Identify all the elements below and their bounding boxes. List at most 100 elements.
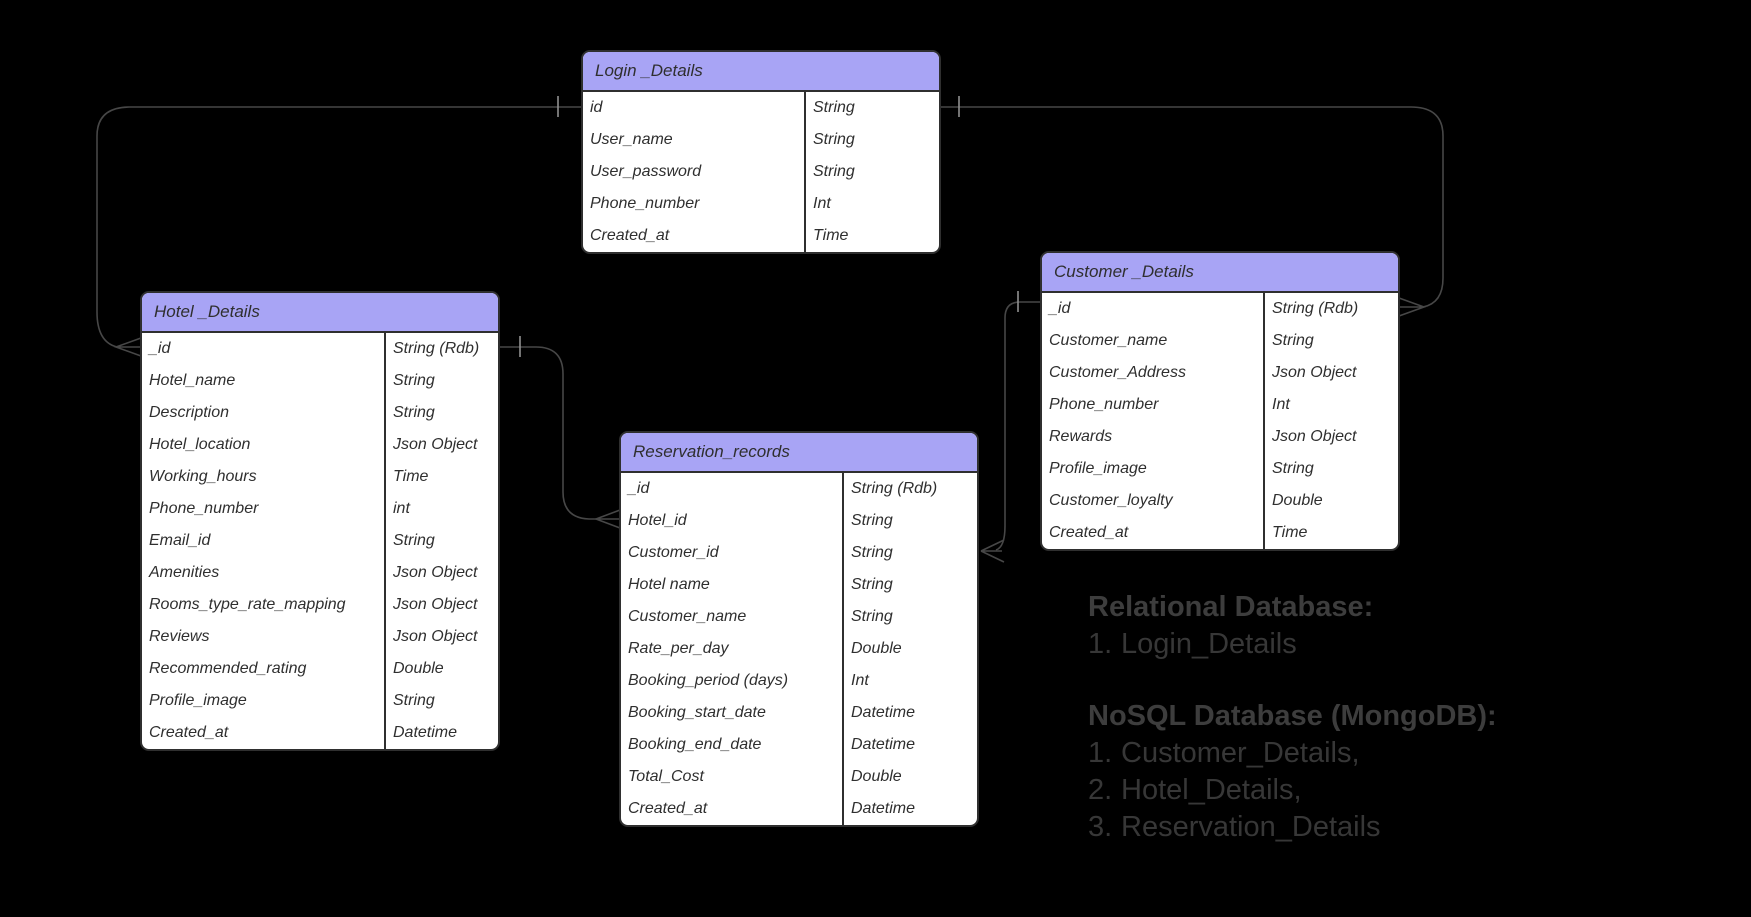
field-row: Created_at Time xyxy=(583,220,939,252)
table-title: Customer _Details xyxy=(1042,253,1398,293)
connector-customer-reservation[interactable] xyxy=(980,291,1040,563)
field-type: Json Object xyxy=(393,628,478,645)
field-name: Hotel_name xyxy=(149,372,236,389)
field-type: String xyxy=(813,131,855,148)
field-type: Json Object xyxy=(393,436,478,453)
field-name: Hotel name xyxy=(628,576,710,593)
column-divider xyxy=(804,92,806,252)
field-type: String xyxy=(393,372,435,389)
crowsfoot-icon xyxy=(593,509,621,529)
field-type: String xyxy=(851,544,893,561)
relational-db-list: 1.Login_Details xyxy=(1088,626,1497,663)
field-row: Profile_image String xyxy=(142,685,498,717)
field-row: Created_at Datetime xyxy=(621,793,977,825)
field-name: Created_at xyxy=(590,227,670,244)
field-type: String xyxy=(393,404,435,421)
field-name: Phone_number xyxy=(1049,396,1159,413)
connector-line xyxy=(96,106,581,348)
field-type: Datetime xyxy=(851,704,916,721)
field-type: Time xyxy=(1272,524,1308,541)
field-name: Customer_id xyxy=(628,544,719,561)
field-name: Created_at xyxy=(628,800,708,817)
field-name: Created_at xyxy=(1049,524,1129,541)
field-type: String (Rdb) xyxy=(393,340,480,357)
field-name: _id xyxy=(1049,300,1071,317)
crowsfoot-icon xyxy=(113,337,142,357)
field-name: Hotel_location xyxy=(149,436,251,453)
note-list-item: 1.Customer_Details, xyxy=(1088,735,1497,772)
field-row: Hotel name String xyxy=(621,569,977,601)
nosql-db-heading: NoSQL Database (MongoDB): xyxy=(1088,700,1497,732)
note-list-item: 3.Reservation_Details xyxy=(1088,809,1497,846)
field-type: String xyxy=(813,99,855,116)
field-name: _id xyxy=(149,340,171,357)
field-name: User_password xyxy=(590,163,702,180)
field-row: Hotel_name String xyxy=(142,365,498,397)
field-row: Hotel_location Json Object xyxy=(142,429,498,461)
field-name: Rooms_type_rate_mapping xyxy=(149,596,346,613)
field-row: _id String (Rdb) xyxy=(142,333,498,365)
connector-line xyxy=(995,301,1040,551)
database-legend: Relational Database: 1.Login_Details NoS… xyxy=(1088,588,1497,846)
note-item-text: Reservation_Details xyxy=(1121,811,1381,843)
field-name: Rate_per_day xyxy=(628,640,729,657)
field-row: Created_at Time xyxy=(1042,517,1398,549)
field-type: Datetime xyxy=(851,736,916,753)
field-name: Hotel_id xyxy=(628,512,687,529)
field-type: Int xyxy=(1272,396,1290,413)
connector-login-hotel[interactable] xyxy=(96,96,581,357)
field-name: Reviews xyxy=(149,628,210,645)
connector-line xyxy=(500,346,596,520)
note-list-item: 1.Login_Details xyxy=(1088,626,1497,663)
field-type: String (Rdb) xyxy=(1272,300,1359,317)
entity-table-customer-details[interactable]: Customer _Details _id String (Rdb) Custome… xyxy=(1040,251,1400,551)
field-type: String xyxy=(393,692,435,709)
field-type: String (Rdb) xyxy=(851,480,938,497)
field-type: String xyxy=(393,532,435,549)
field-name: Customer_name xyxy=(1049,332,1168,349)
field-type: Json Object xyxy=(1272,428,1357,445)
field-type: Double xyxy=(393,660,444,677)
connector-hotel-reservation[interactable] xyxy=(500,336,621,529)
field-row: Booking_period (days)Int xyxy=(621,665,977,697)
field-name: Profile_image xyxy=(149,692,247,709)
field-type: String xyxy=(813,163,855,180)
note-item-number: 2. xyxy=(1088,774,1113,806)
field-type: int xyxy=(393,500,410,517)
field-row: _id String (Rdb) xyxy=(1042,293,1398,325)
field-row: Customer_id String xyxy=(621,537,977,569)
note-list-item: 2.Hotel_Details, xyxy=(1088,772,1497,809)
field-name: Recommended_rating xyxy=(149,660,307,677)
nosql-db-list: 1.Customer_Details,2.Hotel_Details,3.Res… xyxy=(1088,735,1497,846)
field-type: String xyxy=(851,576,893,593)
connector-login-customer[interactable] xyxy=(941,96,1444,317)
table-title: Reservation_records xyxy=(621,433,977,473)
field-type: Json Object xyxy=(393,564,478,581)
field-type: Datetime xyxy=(851,800,916,817)
field-type: Time xyxy=(813,227,849,244)
field-type: String xyxy=(851,512,893,529)
field-type: String xyxy=(1272,460,1314,477)
field-name: Created_at xyxy=(149,724,229,741)
field-name: Customer_name xyxy=(628,608,747,625)
note-item-number: 3. xyxy=(1088,811,1113,843)
